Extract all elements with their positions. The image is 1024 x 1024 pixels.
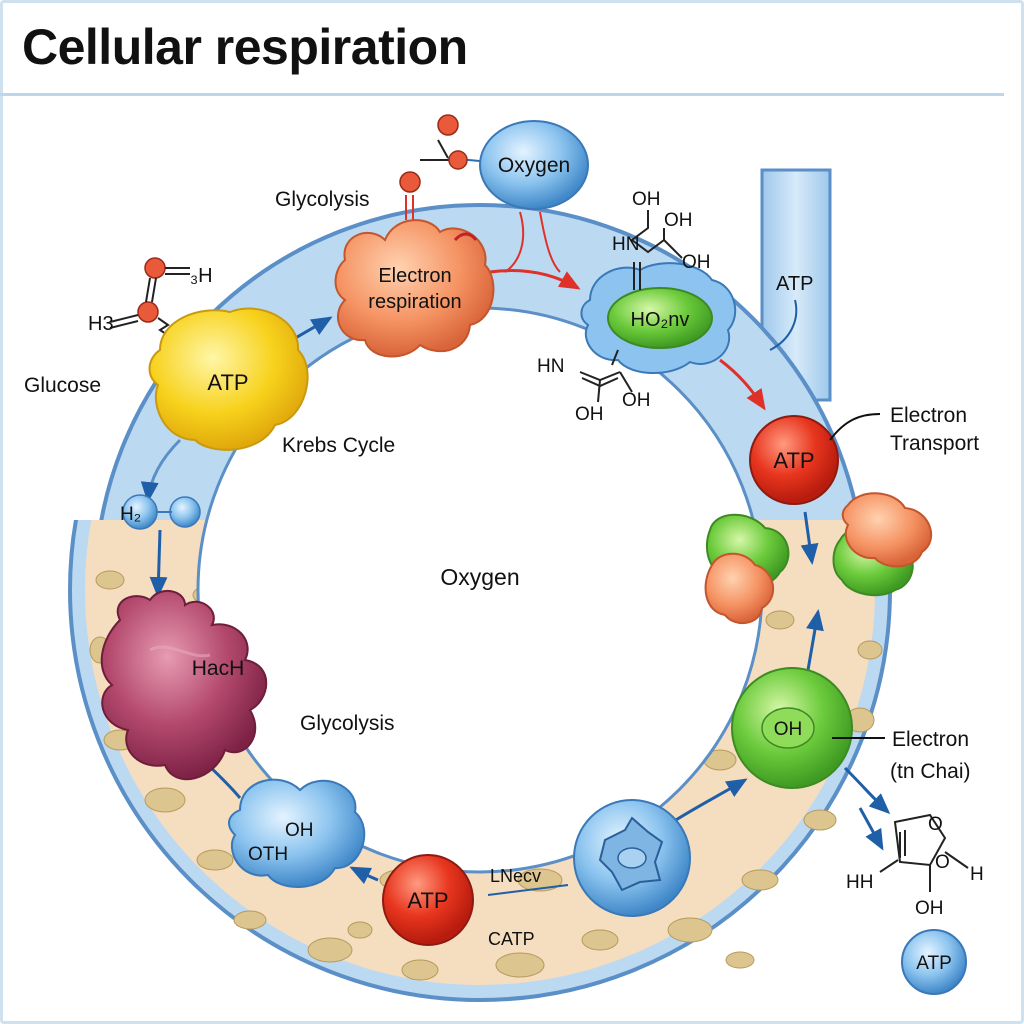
h3-left-label: H3 <box>88 313 114 335</box>
electron-respiration-label-2: respiration <box>368 291 461 313</box>
catp-label: CATP <box>488 929 535 949</box>
mol-oh-top3-label: OH <box>682 252 711 273</box>
h3-right-label: ₃H <box>190 265 213 287</box>
oxygen-molecule-top <box>399 114 491 220</box>
blue-arrow-h2-down <box>149 529 168 598</box>
oxygen-bubble: Oxygen <box>479 120 589 210</box>
blue-arrow-green-to-molecule <box>843 766 891 815</box>
electron-respiration-label-1: Electron <box>378 265 451 287</box>
blue-arrow-atp-to-h2 <box>140 438 182 503</box>
mol-hn-mid-label: HN <box>537 356 564 377</box>
hach-blob: HacH <box>100 590 268 781</box>
blue-line-lnecv <box>487 884 569 896</box>
mol-oh-bottom-label: OH <box>915 898 944 919</box>
glucose-label: Glucose <box>24 374 101 397</box>
red-lines-oxygen <box>504 211 561 273</box>
lnecv-label: LNecv <box>490 866 541 886</box>
ring-molecule <box>879 813 969 892</box>
blue-arrow-atp-to-oth <box>349 866 379 885</box>
oxygen-bubble-label: Oxygen <box>498 154 570 177</box>
atp-bottom-label: ATP <box>407 888 448 913</box>
membrane-protein-left <box>704 513 790 624</box>
mol-h-label: H <box>970 864 984 885</box>
electron-respiration-blob: Electron respiration <box>334 219 495 358</box>
glycolysis-bottom-label: Glycolysis <box>300 712 395 735</box>
glucose-molecule: ₃H H3 <box>88 257 213 351</box>
red-arrow-top <box>489 269 581 290</box>
atp-bottom-circle: ATP <box>382 854 474 946</box>
mol-oh-top-label: OH <box>632 189 661 210</box>
blue-arrow-atp-red-down <box>800 511 819 565</box>
hach-label: HacH <box>192 657 245 680</box>
blue-arrow-tube <box>769 299 798 351</box>
red-arrow-right <box>719 358 766 411</box>
krebs-cycle-label: Krebs Cycle <box>282 434 395 457</box>
mol-oh-top2-label: OH <box>664 210 693 231</box>
mol-o1-label: O <box>928 814 943 835</box>
mol-o2-label: O <box>935 852 950 873</box>
atp-red-label: ATP <box>773 448 814 473</box>
title-divider <box>0 93 1004 96</box>
blue-crystal-circle <box>573 799 691 917</box>
mol-oh-mid1-label: OH <box>575 404 604 425</box>
molecule-mid <box>579 349 633 403</box>
glycolysis-top-label: Glycolysis <box>275 188 370 211</box>
oth-label-1: OH <box>285 820 314 841</box>
mol-hh-label: HH <box>846 872 873 893</box>
molecule-top <box>630 210 683 290</box>
mol-hn-top-label: HN <box>612 234 639 255</box>
mol-oh-mid2-label: OH <box>622 390 651 411</box>
atp-tube-label: ATP <box>776 273 813 295</box>
ho2nv-blob: HO₂nv <box>580 262 737 374</box>
electron-chain-label-1: Electron <box>892 728 969 751</box>
oth-blob: OH OTH <box>228 778 366 888</box>
atp-red-circle: ATP <box>749 415 839 505</box>
membrane-protein-right <box>832 492 933 597</box>
oh-green-circle: OH <box>731 667 853 789</box>
blue-arrow-green-up <box>806 609 824 671</box>
electron-chain-label-2: (tn Chai) <box>890 760 971 783</box>
atp-yellow-blob: ATP <box>148 307 309 451</box>
page-title: Cellular respiration <box>22 19 468 75</box>
blue-arrow-molecule-bidir <box>858 807 884 851</box>
atp-small-blue-circle: ATP <box>901 929 967 995</box>
electron-transport-label-2: Transport <box>890 432 979 455</box>
h2-molecule: H₂ <box>120 494 201 530</box>
atp-small-blue-label: ATP <box>916 953 952 974</box>
oth-label-2: OTH <box>248 844 288 865</box>
oxygen-center-label: Oxygen <box>440 564 519 590</box>
electron-transport-leader <box>829 413 881 441</box>
ho2nv-label: HO₂nv <box>631 309 690 331</box>
h2-label: H₂ <box>120 504 141 525</box>
electron-transport-label-1: Electron <box>890 404 967 427</box>
atp-yellow-label: ATP <box>207 370 248 395</box>
oh-green-label: OH <box>774 719 803 740</box>
